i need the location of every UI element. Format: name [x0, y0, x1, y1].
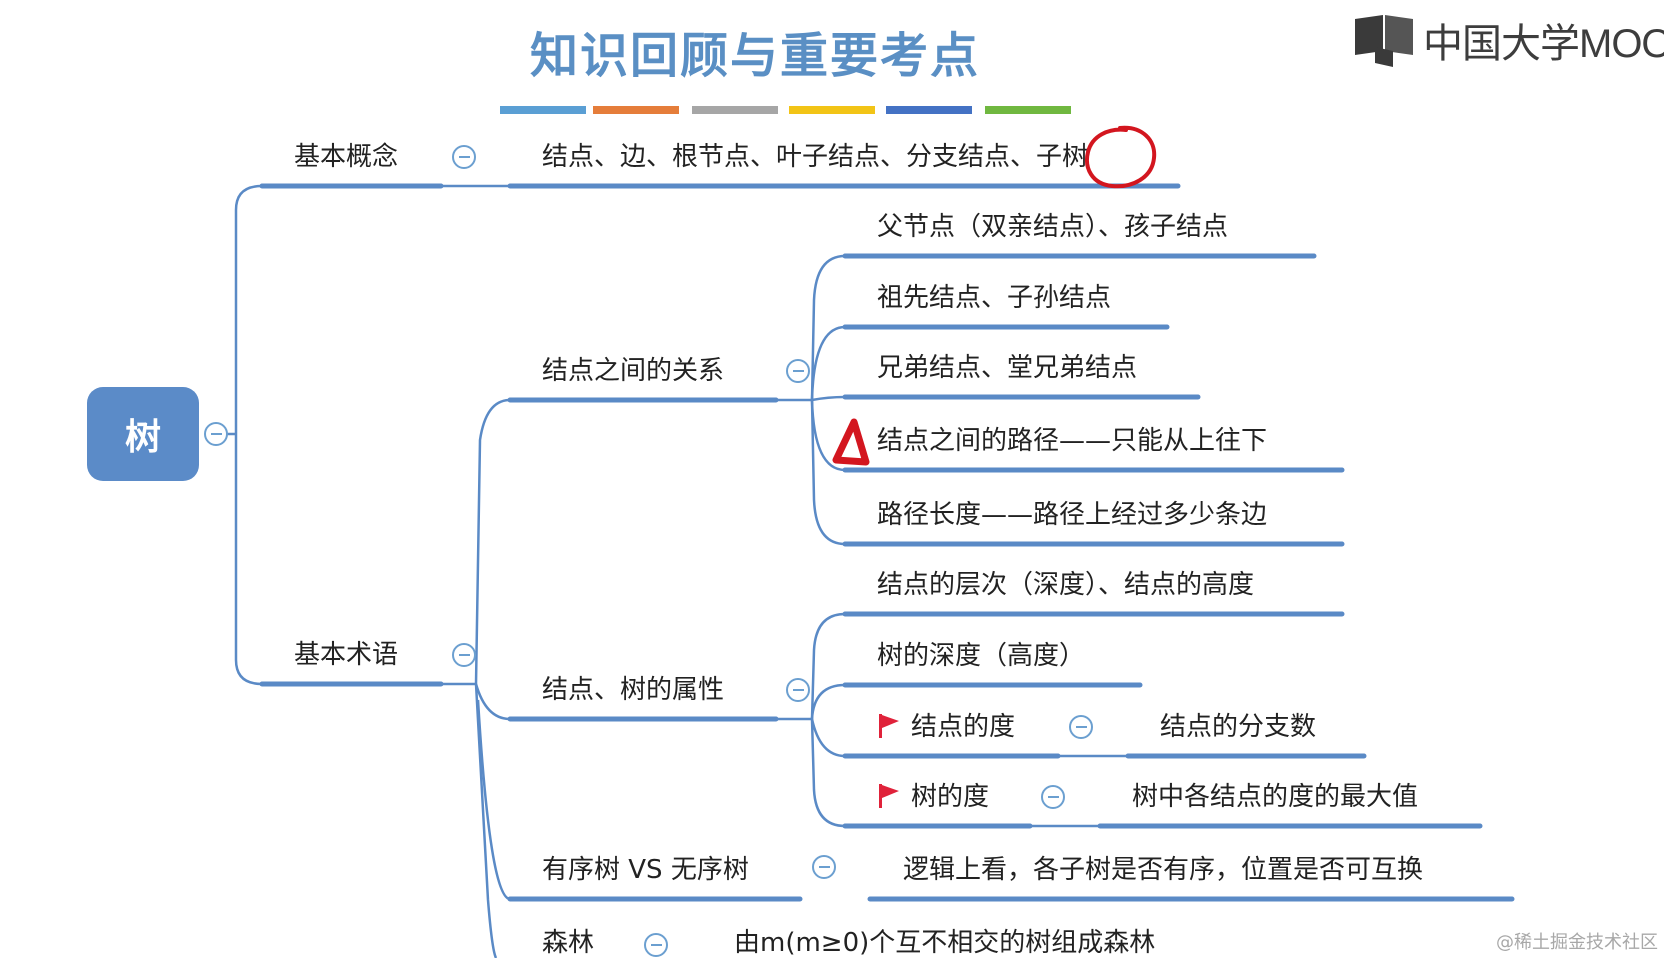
brand-name: 中国大学MOO: [1423, 22, 1664, 66]
mooc-book-logo-icon: [1355, 15, 1413, 67]
color-stripe-orange: [593, 106, 679, 114]
node-attributes[interactable]: 结点、树的属性: [542, 675, 725, 705]
color-stripe-gray: [692, 106, 778, 114]
basic-concepts-collapse-toggle[interactable]: [452, 145, 476, 169]
tree-degree-label[interactable]: 树的度: [911, 782, 990, 812]
color-stripe-blue: [500, 106, 586, 114]
node-degree-collapse-toggle[interactable]: [1069, 715, 1093, 739]
attribute-item-level[interactable]: 结点的层次（深度）、结点的高度: [877, 570, 1255, 600]
page-title: 知识回顾与重要考点: [530, 28, 981, 84]
forest-detail[interactable]: 由m(m≥0)个互不相交的树组成森林: [734, 928, 1156, 958]
node-relations[interactable]: 结点之间的关系: [542, 356, 725, 386]
relation-item-path[interactable]: 结点之间的路径——只能从上往下: [877, 426, 1268, 456]
red-circle-annotation-icon: [1085, 125, 1157, 189]
relation-item-parent-child[interactable]: 父节点（双亲结点）、孩子结点: [877, 212, 1229, 242]
color-stripe-green: [985, 106, 1071, 114]
node-degree-detail[interactable]: 结点的分支数: [1160, 712, 1317, 742]
ordered-detail[interactable]: 逻辑上看，各子树是否有序，位置是否可互换: [903, 855, 1424, 885]
relation-item-path-length[interactable]: 路径长度——路径上经过多少条边: [877, 500, 1268, 530]
watermark: @稀土掘金技术社区: [1496, 932, 1658, 953]
node-degree-label[interactable]: 结点的度: [911, 712, 1016, 742]
basic-concepts-detail[interactable]: 结点、边、根节点、叶子结点、分支结点、子树: [542, 142, 1089, 172]
tree-degree-detail[interactable]: 树中各结点的度的最大值: [1132, 782, 1419, 812]
red-flag-icon: [879, 714, 899, 738]
relation-item-sibling[interactable]: 兄弟结点、堂兄弟结点: [877, 353, 1138, 383]
node-forest[interactable]: 森林: [542, 928, 595, 958]
node-basic-concepts[interactable]: 基本概念: [294, 142, 399, 172]
brand-logo: 中国大学MOO: [1353, 10, 1664, 70]
red-triangle-annotation-icon: [832, 418, 870, 466]
tree-degree-collapse-toggle[interactable]: [1041, 785, 1065, 809]
ordered-collapse-toggle[interactable]: [812, 855, 836, 879]
node-terminology[interactable]: 基本术语: [294, 640, 399, 670]
forest-collapse-toggle[interactable]: [644, 933, 668, 957]
attributes-collapse-toggle[interactable]: [786, 678, 810, 702]
terminology-collapse-toggle[interactable]: [452, 643, 476, 667]
relation-item-ancestor[interactable]: 祖先结点、子孙结点: [877, 283, 1112, 313]
color-stripe-navy: [886, 106, 972, 114]
root-node[interactable]: 树: [87, 387, 199, 481]
node-ordered-vs-unordered[interactable]: 有序树 VS 无序树: [542, 855, 749, 885]
relations-collapse-toggle[interactable]: [786, 359, 810, 383]
root-collapse-toggle[interactable]: [204, 422, 228, 446]
red-flag-icon: [879, 784, 899, 808]
attribute-item-tree-depth[interactable]: 树的深度（高度）: [877, 641, 1086, 671]
color-stripe-yellow: [789, 106, 875, 114]
